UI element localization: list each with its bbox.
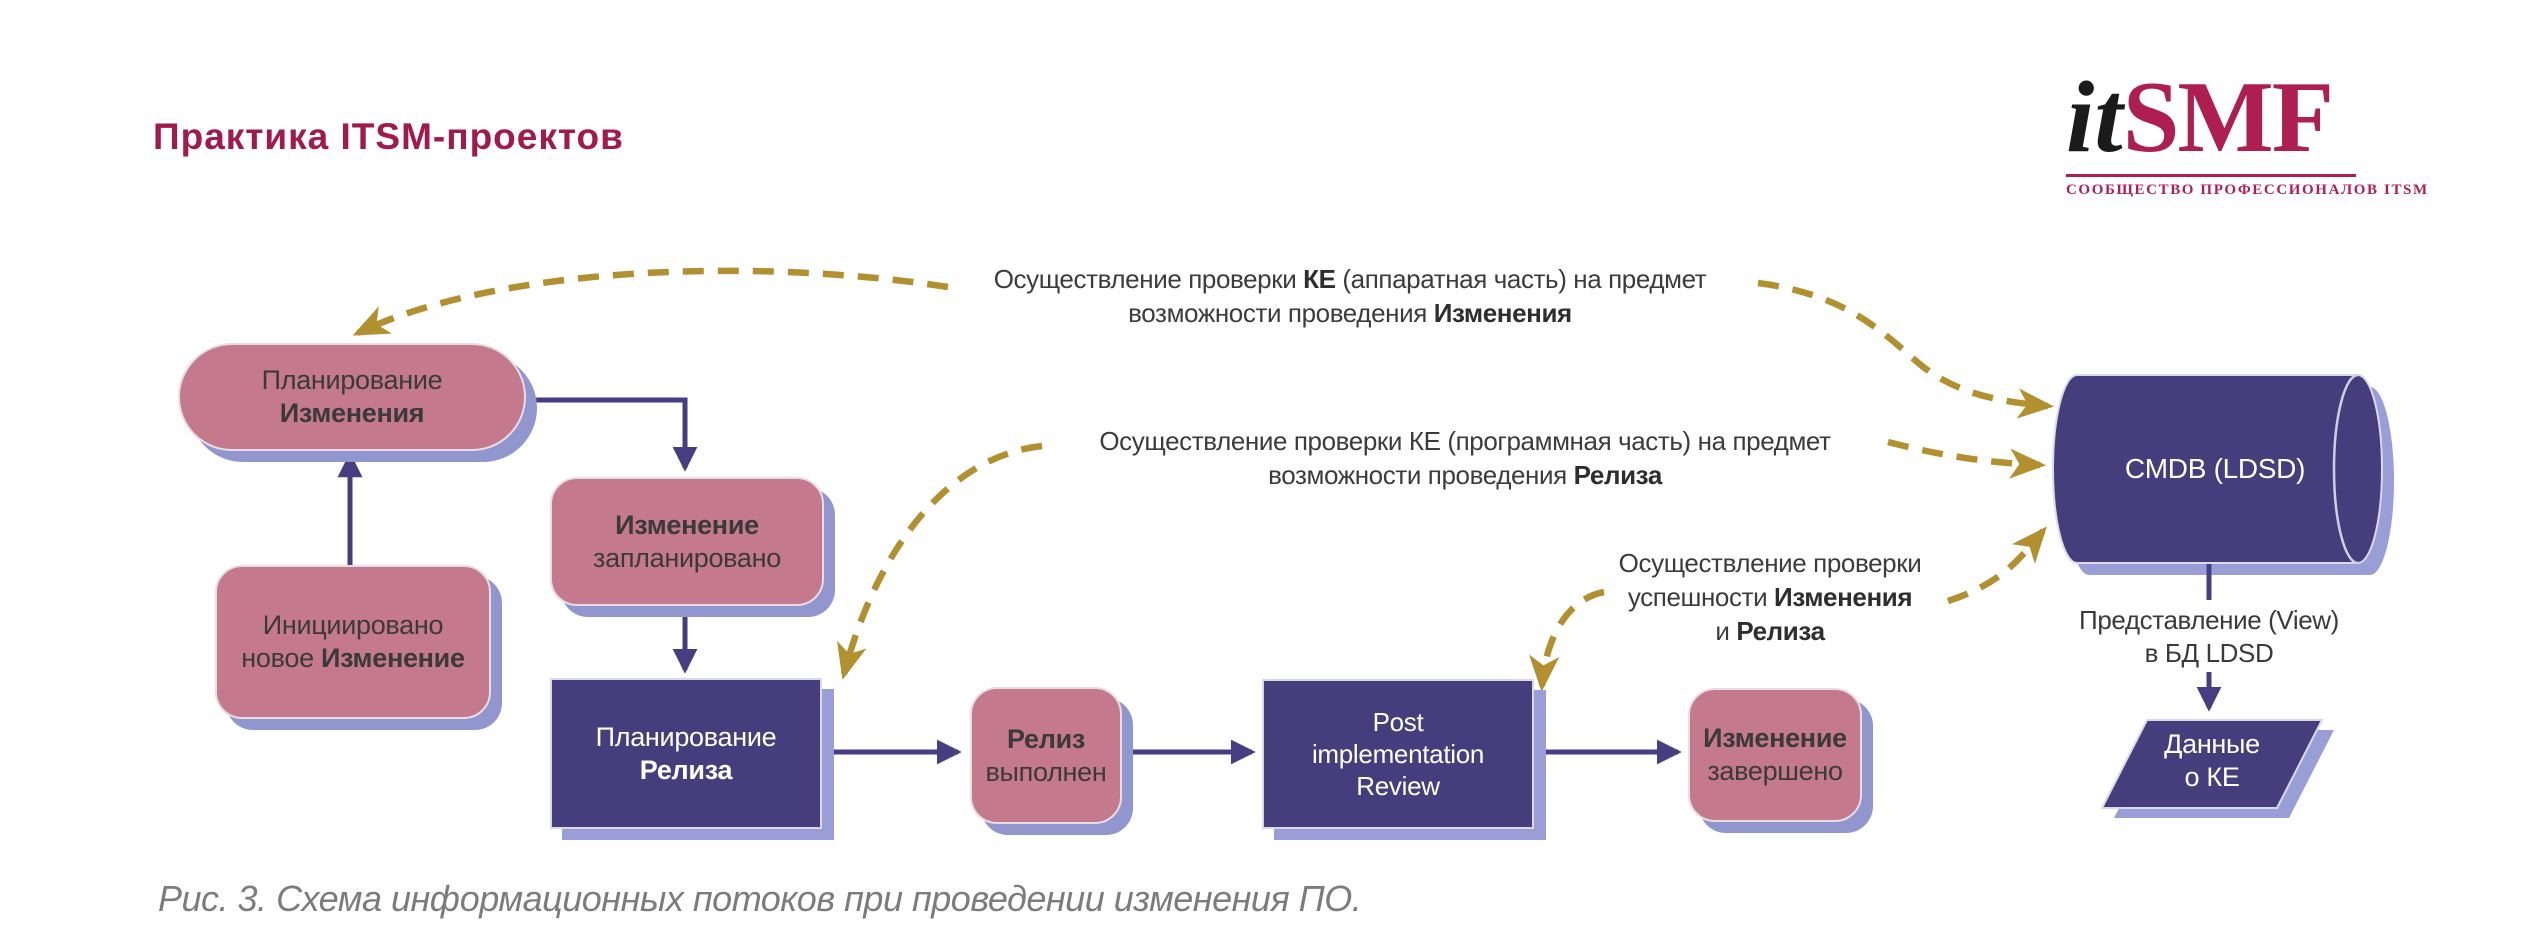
node-change-initiated: Инициировано новое Изменение (215, 565, 491, 719)
view-label: Представление (View) в БД LDSD (2059, 604, 2359, 670)
node-change-planned-line1: Изменение (615, 509, 759, 540)
node-post-implementation-review: Post implementation Review (1262, 679, 1534, 829)
annotation-sw-check-line1: Осуществление проверки КЕ (программная ч… (1099, 426, 1831, 456)
view-label-line1: Представление (View) (2079, 605, 2339, 635)
node-change-initiated-line2: новое Изменение (241, 643, 465, 673)
node-pir-line3: Review (1356, 771, 1440, 801)
node-change-completed: Изменение завершено (1688, 688, 1862, 822)
node-change-planned: Изменение запланировано (550, 477, 824, 606)
node-release-done-line1: Релиз (1006, 723, 1086, 754)
node-change-completed-line1: Изменение (1703, 723, 1847, 753)
dashed-swcheck-to-release-planning (837, 442, 1043, 680)
node-planning-change-line1: Планирование (261, 365, 443, 395)
logo-it-text: it (2066, 61, 2123, 174)
arrow-planning-to-planned-elbow (515, 397, 698, 472)
node-release-planning-line2: Релиза (639, 754, 733, 785)
node-change-planned-line2: запланировано (593, 542, 781, 573)
annotation-sw-check: Осуществление проверки КЕ (программная ч… (1045, 424, 1885, 492)
annotation-success-check-line1: Осуществление проверки (1618, 548, 1922, 578)
logo-tagline: СООБЩЕСТВО ПРОФЕССИОНАЛОВ ITSM (2066, 182, 2429, 198)
node-planning-change: Планирование Изменения (178, 343, 526, 451)
annotation-hw-check-line2: возможности проведения Изменения (1128, 298, 1572, 328)
annotation-hw-check: Осуществление проверки КЕ (аппаратная ча… (950, 262, 1750, 330)
dashed-successcheck-to-cmdb (1946, 526, 2047, 605)
data-ke-line1: Данные (2164, 729, 2260, 759)
itsmf-logo-wordmark: itSMF (2066, 66, 2366, 170)
data-ke-label: Данные о КЕ (2112, 728, 2312, 794)
node-change-completed-line2: завершено (1707, 756, 1843, 786)
annotation-success-check-line2: успешности Изменения (1627, 582, 1913, 612)
dashed-successcheck-to-pir (1529, 588, 1605, 693)
node-pir-line2: implementation (1311, 739, 1485, 769)
node-release-planning: Планирование Релиза (550, 678, 822, 829)
node-release-done: Релиз выполнен (970, 687, 1122, 824)
annotation-success-check-line3: и Релиза (1715, 616, 1825, 646)
itsmf-logo: itSMF СООБЩЕСТВО ПРОФЕССИОНАЛОВ ITSM (2066, 66, 2429, 199)
node-pir-line1: Post (1372, 707, 1424, 737)
annotation-hw-check-line1: Осуществление проверки КЕ (аппаратная ча… (993, 264, 1707, 294)
node-planning-change-line2: Изменения (279, 398, 425, 428)
data-ke-line2: о КЕ (2184, 762, 2240, 792)
annotation-sw-check-line2: возможности проведения Релиза (1268, 460, 1662, 490)
annotation-success-check: Осуществление проверки успешности Измене… (1580, 546, 1960, 648)
node-release-done-line2: выполнен (985, 756, 1107, 787)
data-ke-parallelogram (2100, 719, 2324, 809)
cmdb-label: CMDB (LDSD) (2124, 453, 2306, 484)
logo-smf-text: SMF (2122, 61, 2334, 174)
node-change-initiated-line1: Инициировано (262, 610, 444, 640)
logo-rule (2066, 174, 2356, 177)
page-title: Практика ITSM-проектов (153, 116, 624, 157)
node-release-planning-line1: Планирование (595, 721, 777, 752)
view-label-line2: в БД LDSD (2144, 638, 2274, 668)
figure-caption: Рис. 3. Схема информационных потоков при… (158, 878, 1362, 919)
dashed-hwcheck-to-planning-change (352, 267, 949, 336)
dashed-hwcheck-to-cmdb (1757, 279, 2055, 419)
cmdb-cylinder-face-edge (2332, 373, 2359, 565)
dashed-swcheck-to-cmdb (1887, 438, 2047, 479)
